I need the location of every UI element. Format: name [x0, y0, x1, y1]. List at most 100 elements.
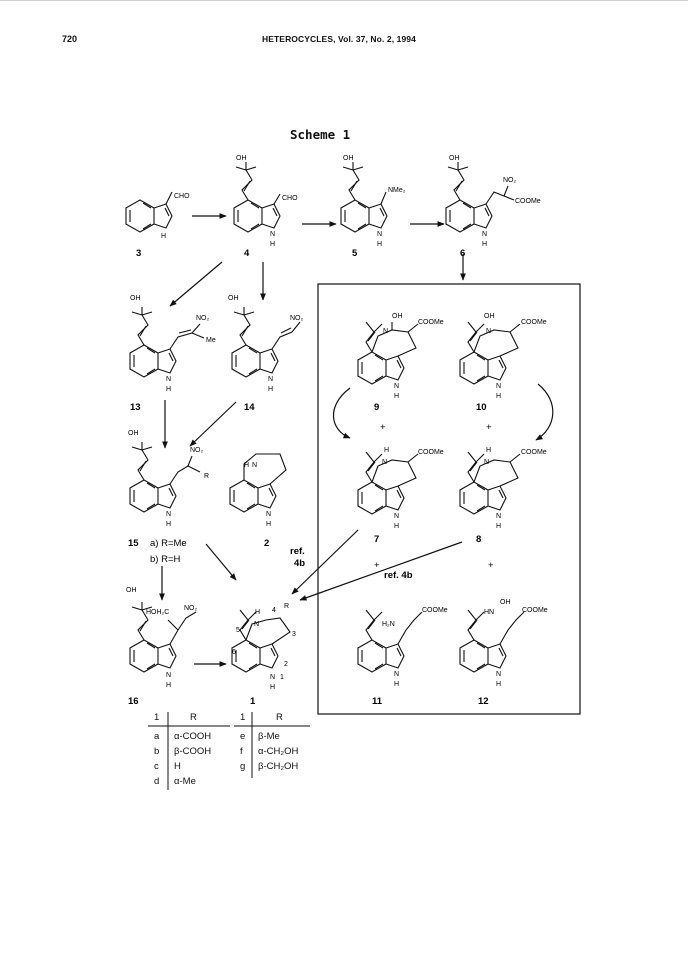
plus-10-8: + — [486, 422, 492, 433]
label-pos6-1: 6 — [232, 649, 236, 656]
label-n-4: N — [270, 231, 275, 238]
arrow-4-to-13 — [169, 261, 223, 307]
label-h-13: H — [166, 386, 171, 393]
table-left-row-c-id: c — [154, 761, 159, 772]
compound-number-2: 2 — [264, 538, 269, 549]
label-no2-6: NO₂ — [503, 177, 517, 184]
label-oh-14: OH — [228, 295, 239, 302]
table-right-head-compound: 1 — [240, 712, 246, 723]
plus-8-12: + — [488, 560, 494, 571]
label-oh-12: OH — [500, 599, 511, 606]
ref-4b-inline: ref. 4b — [384, 570, 413, 581]
label-h-9: H — [394, 393, 399, 400]
label-n-9: N — [383, 328, 388, 335]
label-h2n-11: H₂N — [382, 621, 395, 628]
label-oh-6: OH — [449, 155, 460, 162]
label-nh-10: N — [496, 383, 501, 390]
compound-number-12: 12 — [478, 696, 489, 707]
page-top-rule — [0, 0, 688, 1]
table-left-row-d-r: α-Me — [174, 776, 196, 787]
compound-number-11: 11 — [372, 696, 383, 707]
compound-11-structure — [357, 609, 423, 673]
label-nme2-5: NMe₂ — [388, 187, 406, 194]
label-pos4-1: 4 — [272, 607, 276, 614]
label-r-1: R — [284, 603, 289, 610]
table-right-row-g-id: g — [240, 761, 246, 772]
label-coome-9: COOMe — [418, 319, 444, 326]
label-n-13: N — [166, 376, 171, 383]
label-h-14: H — [268, 386, 273, 393]
compound-number-10: 10 — [476, 402, 487, 413]
label-h-7: H — [384, 447, 389, 454]
label-h-6: H — [482, 241, 487, 248]
label-hoh2c-16: HOH₂C — [146, 609, 169, 616]
plus-9-7: + — [380, 422, 386, 433]
label-h-3: H — [161, 233, 166, 240]
table-right-row-e-id: e — [240, 731, 246, 742]
label-nh-7: N — [394, 513, 399, 520]
label-no2-14: NO₂ — [290, 315, 304, 322]
label-h-11: H — [394, 681, 399, 688]
table-right-row-e-r: β-Me — [258, 731, 280, 742]
label-h-12: H — [496, 681, 501, 688]
label-no2-16: NO₂ — [184, 605, 198, 612]
label-pos2-1: 2 — [284, 661, 288, 668]
compound-number-7: 7 — [374, 534, 379, 545]
scheme-title: Scheme 1 — [290, 127, 351, 142]
compound-7-structure — [357, 451, 419, 515]
label-coome-8: COOMe — [521, 449, 547, 456]
arrow-15-to-1 — [205, 543, 237, 581]
compound-4-structure — [233, 161, 281, 233]
compound-number-8: 8 — [476, 534, 481, 545]
label-h-8: H — [486, 447, 491, 454]
ref-4b-line1: ref. — [290, 546, 305, 557]
compound-number-5: 5 — [352, 248, 358, 259]
label-h-7b: H — [394, 523, 399, 530]
label-h-2b: H — [266, 521, 271, 528]
compound-5-structure — [340, 161, 388, 233]
label-h-4: H — [270, 241, 275, 248]
arrow-7-to-1 — [291, 529, 359, 595]
label-n-12: N — [496, 671, 501, 678]
compound-15-variant-a: a) R=Me — [150, 538, 187, 549]
table-left-row-c-r: H — [174, 761, 181, 772]
label-coome-12: COOMe — [522, 607, 548, 614]
table-right-row-g-r: β-CH₂OH — [258, 761, 299, 772]
compound-8-structure — [459, 451, 521, 515]
label-n-6: N — [482, 231, 487, 238]
label-cho-4: CHO — [282, 195, 298, 202]
label-pos5-1: 5 — [236, 627, 240, 634]
label-n-8: N — [484, 459, 489, 466]
table-left-row-b-r: β-COOH — [174, 746, 212, 757]
label-oh-10: OH — [484, 313, 495, 320]
compound-number-15: 15 — [128, 538, 139, 549]
running-head: HETEROCYCLES, Vol. 37, No. 2, 1994 — [262, 34, 416, 44]
label-coome-7: COOMe — [418, 449, 444, 456]
label-n-1: N — [254, 621, 259, 628]
table-left-row-d-id: d — [154, 776, 160, 787]
compound-10-structure — [459, 321, 521, 385]
label-pos3-1: 3 — [292, 631, 296, 638]
table-left-row-b-id: b — [154, 746, 160, 757]
compound-number-9: 9 — [374, 402, 379, 413]
label-h-10: H — [496, 393, 501, 400]
label-pos1-1: 1 — [280, 674, 284, 681]
label-h-1b: H — [270, 684, 275, 691]
label-coome-10: COOMe — [521, 319, 547, 326]
compound-number-13: 13 — [130, 402, 141, 413]
label-n-2: N — [252, 462, 257, 469]
label-nh-8: N — [496, 513, 501, 520]
compound-16-structure — [129, 601, 197, 673]
label-coome-11: COOMe — [422, 607, 448, 614]
table-left-row-a-r: α-COOH — [174, 731, 212, 742]
table-right-row-f-id: f — [240, 746, 243, 757]
label-h-8b: H — [496, 523, 501, 530]
label-no2-15: NO₂ — [190, 447, 204, 454]
label-r-15: R — [204, 473, 209, 480]
compound-number-16: 16 — [128, 696, 139, 707]
table-right-row-f-r: α-CH₂OH — [258, 746, 299, 757]
compound-14-structure — [231, 306, 301, 378]
compound-9-structure — [357, 321, 419, 385]
label-h-15: H — [166, 521, 171, 528]
